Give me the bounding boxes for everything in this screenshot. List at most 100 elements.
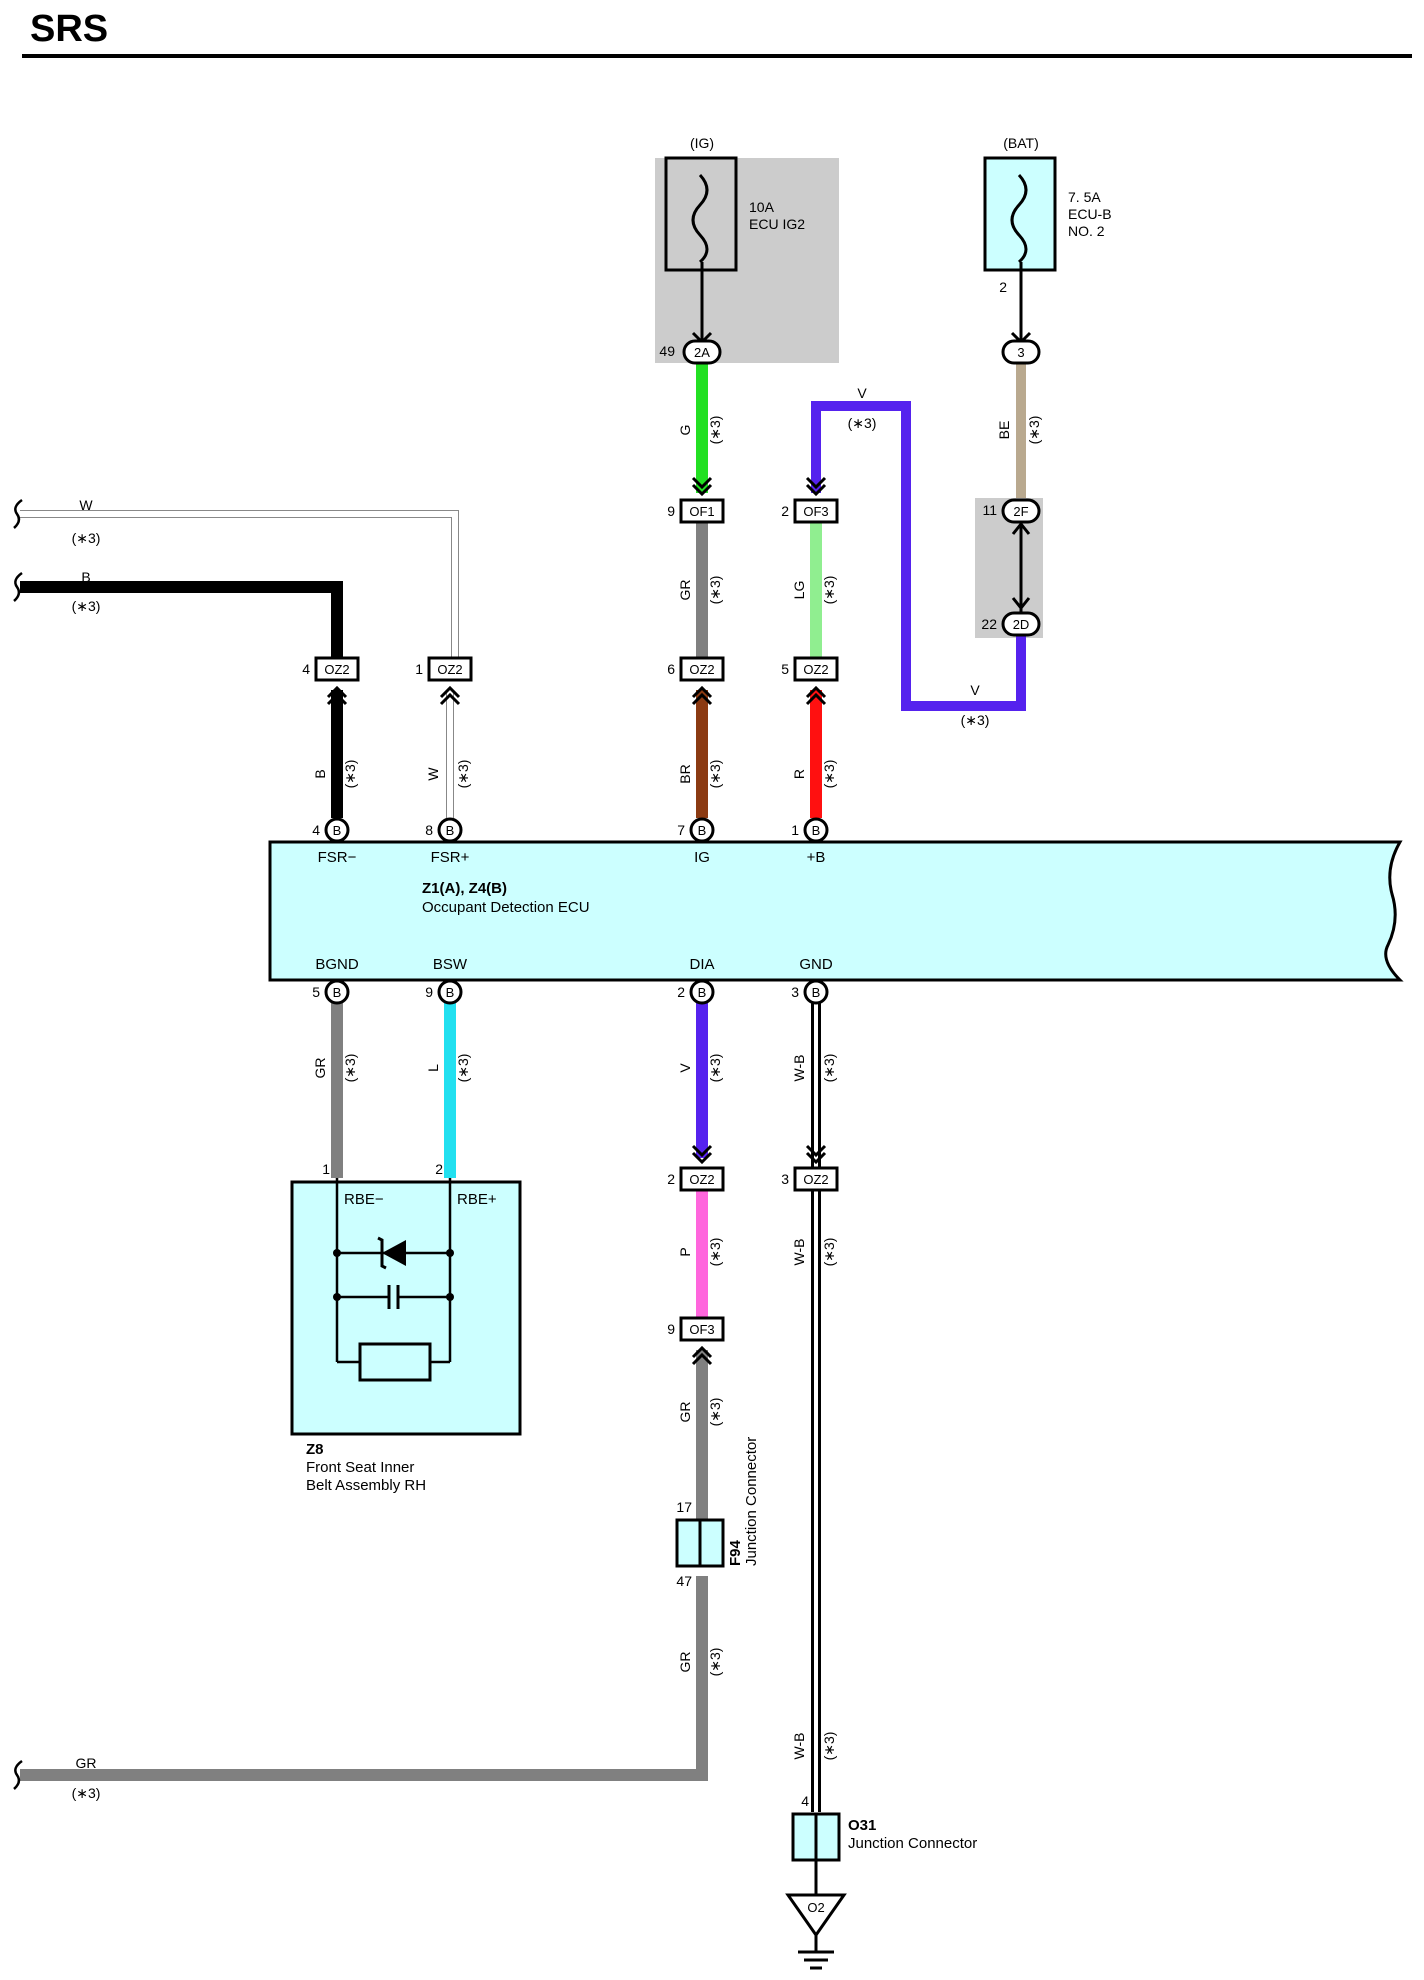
connector-oz2-fsr-plus: OZ2 [427,656,473,706]
z8-pin1: 1 [322,1161,330,1177]
z8-label-plus: RBE+ [457,1191,497,1208]
ig-junction-panel [655,158,839,363]
pin-of1: 9 [667,503,675,519]
ecu-pin-dia: DIA [689,956,714,973]
f94-pin-top: 17 [676,1499,692,1515]
note-wb-low: (∗3) [821,1732,837,1761]
connector-oz2-fsr-minus: OZ2 [314,656,360,706]
connector-oz2-gnd: OZ2 [793,1144,839,1192]
wire-label-br: BR [677,764,693,783]
fuse-ig2 [664,156,738,346]
wire-label-w-left: W [79,497,93,513]
wire-label-b-left: B [81,569,90,585]
pin-2d: 22 [981,616,997,632]
connector-oz2-ig: OZ2 [679,656,725,706]
f94-junction-connector [675,1518,725,1568]
svg-text:B: B [812,823,821,838]
ecu-id: Z1(A), Z4(B) [422,880,507,897]
pin-oz2-b: 5 [781,661,789,677]
z8-label-minus: RBE− [344,1191,384,1208]
note-be: (∗3) [1026,416,1042,445]
wire-label-g: G [677,425,693,436]
ground-code: O2 [807,1900,824,1915]
svg-text:B: B [698,823,707,838]
connector-oz2-b: OZ2 [793,656,839,706]
svg-text:OF1: OF1 [689,504,714,519]
pin-oz2-gnd: 3 [781,1171,789,1187]
svg-text:B: B [812,985,821,1000]
o31-id: O31 [848,1817,876,1834]
note-gr-left: (∗3) [72,1785,101,1801]
wire-break-w [13,498,23,529]
ecu-pin-gnd-num: 3 [791,984,799,1000]
page-title: SRS [30,8,109,50]
wire-label-wb-gnd: W-B [791,1055,807,1082]
fuse-bat-rating: 7. 5A [1068,189,1101,205]
f94-id: F94 [727,1539,744,1566]
wire-label-be: BE [996,421,1012,440]
pin-oz2-ig: 6 [667,661,675,677]
o31-name: Junction Connector [848,1835,977,1852]
svg-text:3: 3 [1017,345,1024,360]
ecu-pin-bgnd: BGND [315,956,359,973]
f94-name: Junction Connector [743,1437,760,1566]
wire-label-wb-low: W-B [791,1733,807,1760]
note-r: (∗3) [821,760,837,789]
note-w-fsr: (∗3) [455,760,471,789]
pin-oz2-fsr-plus: 1 [415,661,423,677]
ground-icon [785,1893,847,1970]
svg-text:OF3: OF3 [689,1322,714,1337]
wire-break-b [13,571,23,602]
wire-label-wb-mid: W-B [791,1239,807,1266]
ecu-pin-bsw: BSW [433,956,468,973]
pin-oz2-fsr-minus: 4 [302,661,310,677]
ecu-bottom-pins: B B B B [324,979,829,1005]
fuse-bat-sub: NO. 2 [1068,223,1105,239]
z8-belt-assembly [290,1178,522,1436]
note-v-dia: (∗3) [707,1054,723,1083]
wire-label-gr-of1: GR [677,580,693,601]
pin-2f: 11 [982,502,997,518]
o31-pin: 4 [801,1793,809,1809]
note-gr-of1: (∗3) [707,576,723,605]
ecu-name: Occupant Detection ECU [422,899,590,916]
note-b-left: (∗3) [72,598,101,614]
connector-of1: OF1 [679,476,725,524]
note-l: (∗3) [455,1054,471,1083]
note-v-top: (∗3) [848,415,877,431]
z8-name-1: Front Seat Inner [306,1459,414,1476]
svg-text:OZ2: OZ2 [689,1172,714,1187]
wire-gr-f94 [20,1576,708,1781]
wire-label-gr-f94: GR [677,1652,693,1673]
wire-label-r: R [791,769,807,779]
svg-text:B: B [333,823,342,838]
pin-fuse-bat: 2 [999,279,1007,295]
wire-label-gr-of3: GR [677,1402,693,1423]
ecu-pin-ig: IG [694,849,710,866]
svg-text:OZ2: OZ2 [803,1172,828,1187]
connector-2f: 2F [1001,498,1041,535]
svg-text:OZ2: OZ2 [803,662,828,677]
note-g: (∗3) [707,416,723,445]
ecu-pin-fsr-plus-num: 8 [425,822,433,838]
source-bat: (BAT) [1003,135,1039,151]
svg-text:B: B [333,985,342,1000]
wire-label-gr-left: GR [76,1755,97,1771]
connector-of3-top: OF3 [793,476,839,524]
ecu-pin-b-num: 1 [791,822,799,838]
connector-3: 3 [1001,339,1041,365]
f94-pin-bottom: 47 [676,1573,692,1589]
ecu-pin-fsr-plus: FSR+ [431,849,470,866]
note-w-left: (∗3) [72,530,101,546]
vlabels: G (∗3) BE (∗3) GR (∗3) LG (∗3) B (∗3) W … [312,416,1042,1761]
wire-v-loop [811,401,1026,711]
ecu-pin-b: +B [807,849,826,866]
wire-label-w-fsr: W [425,767,441,781]
ecu-pin-gnd: GND [799,956,833,973]
svg-text:OZ2: OZ2 [437,662,462,677]
fuse-ig-name: ECU IG2 [749,216,805,232]
svg-text:B: B [446,823,455,838]
connector-of3-bottom: OF3 [679,1316,725,1366]
ecu-top-pins: B B B B [324,817,829,843]
svg-text:B: B [698,985,707,1000]
